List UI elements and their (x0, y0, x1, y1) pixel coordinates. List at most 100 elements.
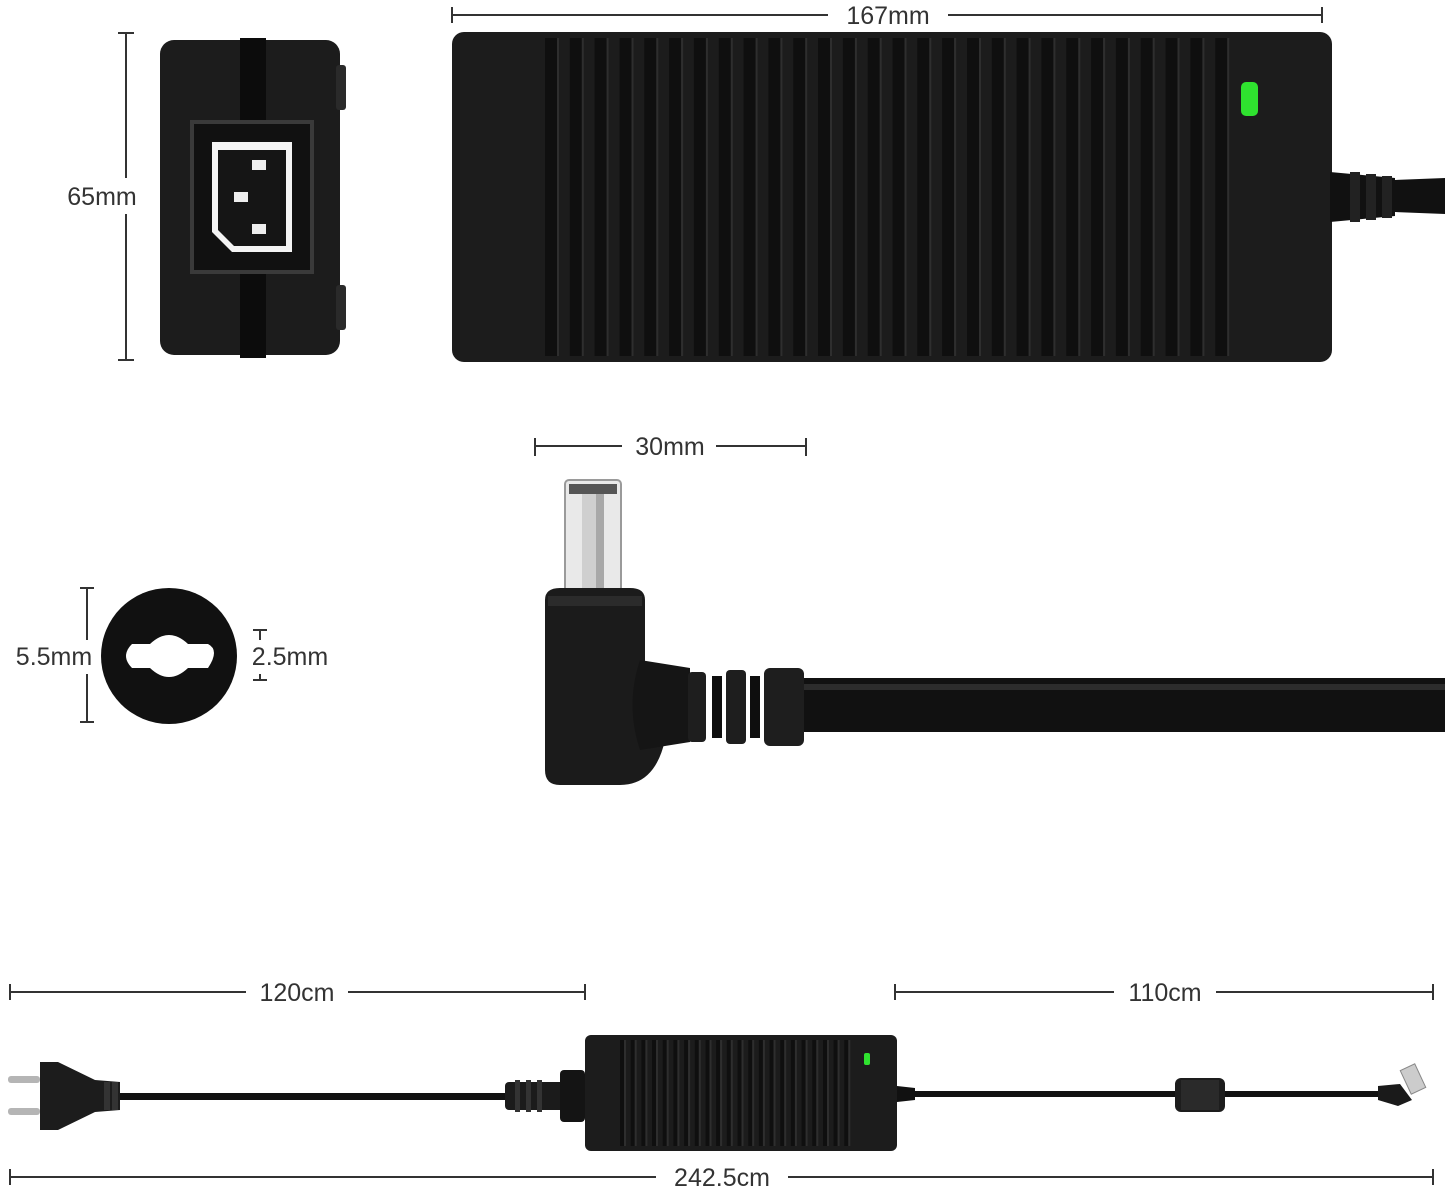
adapter-rib (1215, 38, 1228, 356)
inner-diameter-label: 2.5mm (252, 643, 328, 671)
adapter-rib-highlight (1053, 38, 1056, 356)
dc-cable-length-label: 110cm (1128, 979, 1201, 1007)
full-assembly (8, 1035, 1427, 1151)
adapter-rib-highlight (1177, 38, 1180, 356)
adapter-rib (1091, 38, 1104, 356)
adapter-rib (569, 38, 582, 356)
adapter-rib (662, 1040, 667, 1146)
adapter-rib (942, 38, 955, 356)
adapter-rib-highlight (848, 1040, 851, 1146)
adapter-rib (641, 1040, 646, 1146)
adapter-rib-highlight (752, 1040, 755, 1146)
adapter-rib (684, 1040, 689, 1146)
adapter-rib (694, 1040, 699, 1146)
adapter-rib-highlight (755, 38, 758, 356)
adapter-rib (842, 38, 855, 356)
adapter-rib (545, 38, 557, 356)
adapter-rib (818, 38, 830, 356)
adapter-rib (652, 1040, 656, 1146)
adapter-rib (833, 1040, 838, 1146)
adapter-rib-highlight (904, 38, 907, 356)
adapter-rib-highlight (606, 38, 609, 356)
adapter-rib-highlight (666, 1040, 669, 1146)
adapter-rib (1115, 38, 1128, 356)
plug-length-label: 30mm (635, 433, 704, 461)
barrel-plug-icon (545, 479, 1445, 785)
adapter-rib-highlight (720, 1040, 723, 1146)
adapter-rib-highlight (656, 38, 659, 356)
ac-cable-length-label: 120cm (259, 979, 334, 1007)
adapter-length-label: 167mm (846, 2, 929, 30)
adapter-rib-highlight (705, 38, 708, 356)
adapter-rib-highlight (688, 1040, 691, 1146)
adapter-end-view (160, 38, 346, 358)
adapter-rib-highlight (677, 1040, 680, 1146)
total-length-dimension: 242.5cm (9, 1162, 1434, 1190)
adapter-rib-highlight (1152, 38, 1155, 356)
adapter-rib (726, 1040, 731, 1146)
adapter-height-label: 65mm (67, 183, 136, 211)
adapter-rib-highlight (816, 1040, 819, 1146)
adapter-rib (793, 38, 806, 356)
adapter-rib (619, 38, 632, 356)
adapter-rib-highlight (645, 1040, 648, 1146)
adapter-rib-highlight (762, 1040, 765, 1146)
adapter-rib (769, 1040, 774, 1146)
adapter-rib-highlight (1003, 38, 1006, 356)
adapter-rib-highlight (854, 38, 857, 356)
adapter-rib-highlight (698, 1040, 701, 1146)
adapter-rib (758, 1040, 763, 1146)
adapter-rib-highlight (773, 1040, 776, 1146)
outer-diameter-label: 5.5mm (16, 643, 92, 671)
adapter-rib (1041, 38, 1054, 356)
adapter-rib-highlight (624, 1040, 626, 1146)
ferrite-core-icon (1175, 1078, 1225, 1112)
adapter-rib-highlight (954, 38, 957, 356)
euro-plug-icon (8, 1062, 120, 1130)
adapter-rib (630, 1040, 635, 1146)
adapter-rib (716, 1040, 721, 1146)
adapter-rib-highlight (1028, 38, 1031, 356)
adapter-rib (967, 38, 979, 356)
adapter-rib (801, 1040, 806, 1146)
adapter-rib-highlight (805, 38, 808, 356)
adapter-rib-highlight (794, 1040, 797, 1146)
adapter-rib (748, 1040, 753, 1146)
adapter-rib (743, 38, 756, 356)
ac-connector (505, 1070, 585, 1122)
adapter-rib (705, 1040, 710, 1146)
dc-cable-dimension: 110cm (894, 976, 1434, 1008)
adapter-rib (844, 1040, 849, 1146)
adapter-ribs (545, 38, 1230, 356)
adapter-rib-highlight (730, 1040, 733, 1146)
adapter-rib-highlight (979, 38, 981, 356)
adapter-rib (620, 1040, 624, 1146)
adapter-rib-highlight (1227, 38, 1230, 356)
adapter-rib (823, 1040, 827, 1146)
adapter-rib (737, 1040, 742, 1146)
outer-diameter-dimension: 5.5mm (5, 587, 101, 723)
adapter-rib (1066, 38, 1079, 356)
adapter-rib-highlight (1078, 38, 1081, 356)
adapter-rib (644, 38, 657, 356)
adapter-rib (594, 38, 607, 356)
adapter-rib (669, 38, 682, 356)
plug-length-dimension: 30mm (534, 430, 807, 462)
adapter-rib-highlight (557, 38, 559, 356)
adapter-rib-highlight (784, 1040, 787, 1146)
total-length-label: 242.5cm (674, 1164, 770, 1190)
adapter-rib (718, 38, 731, 356)
adapter-rib (812, 1040, 817, 1146)
adapter-rib (991, 38, 1004, 356)
ac-cable-dimension: 120cm (9, 976, 586, 1008)
adapter-rib-highlight (1127, 38, 1130, 356)
adapter-rib-highlight (1202, 38, 1205, 356)
adapter-rib (892, 38, 905, 356)
adapter-rib-highlight (730, 38, 733, 356)
adapter-rib (693, 38, 706, 356)
adapter-rib-highlight (805, 1040, 808, 1146)
adapter-rib (673, 1040, 678, 1146)
adapter-rib-highlight (827, 1040, 829, 1146)
adapter-rib-highlight (681, 38, 684, 356)
